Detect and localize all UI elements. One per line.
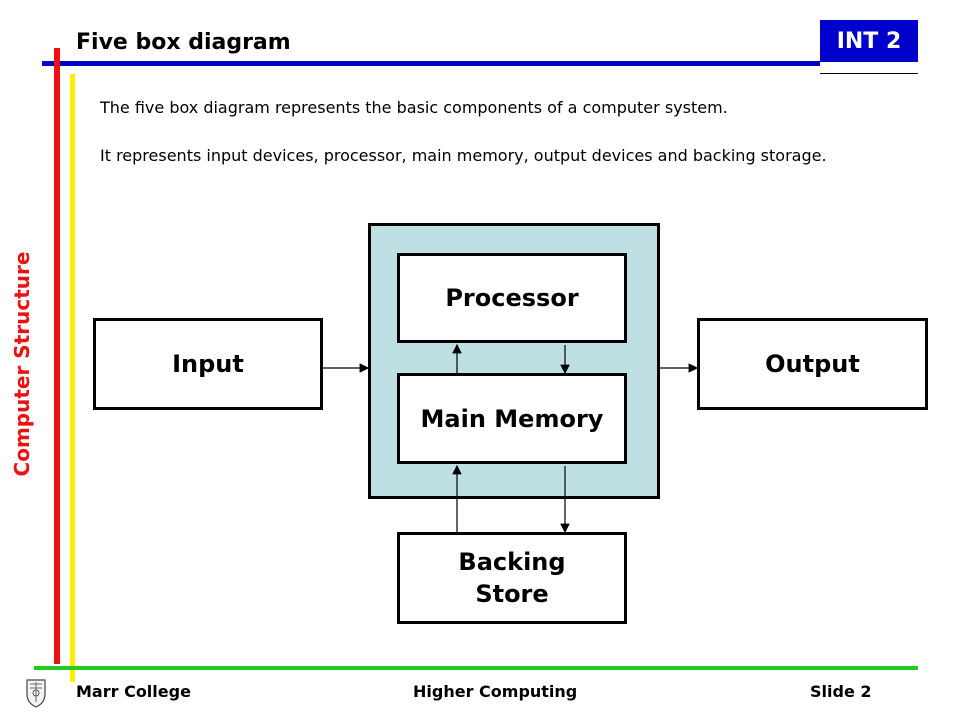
slide-title: Five box diagram <box>76 30 291 55</box>
main-memory-box: Main Memory <box>397 373 627 464</box>
footer-slide-number: Slide 2 <box>810 682 872 701</box>
input-box: Input <box>93 318 323 410</box>
level-badge: INT 2 <box>820 20 918 62</box>
processor-box: Processor <box>397 253 627 343</box>
intro-paragraph-1: The five box diagram represents the basi… <box>100 98 728 117</box>
output-box: Output <box>697 318 928 410</box>
header-rule-blue <box>42 61 820 66</box>
intro-paragraph-2: It represents input devices, processor, … <box>100 146 827 165</box>
school-crest-icon <box>26 679 46 708</box>
vertical-rule-red <box>54 48 60 664</box>
header-rule-thin <box>820 73 918 74</box>
backing-store-label-line1: Backing <box>458 548 566 576</box>
footer-course: Higher Computing <box>413 682 578 701</box>
footer-rule-green <box>34 666 918 670</box>
footer-school: Marr College <box>76 682 191 701</box>
backing-store-label-line2: Store <box>475 580 549 608</box>
backing-store-box: Backing Store <box>397 532 627 624</box>
vertical-rule-yellow <box>70 74 75 682</box>
